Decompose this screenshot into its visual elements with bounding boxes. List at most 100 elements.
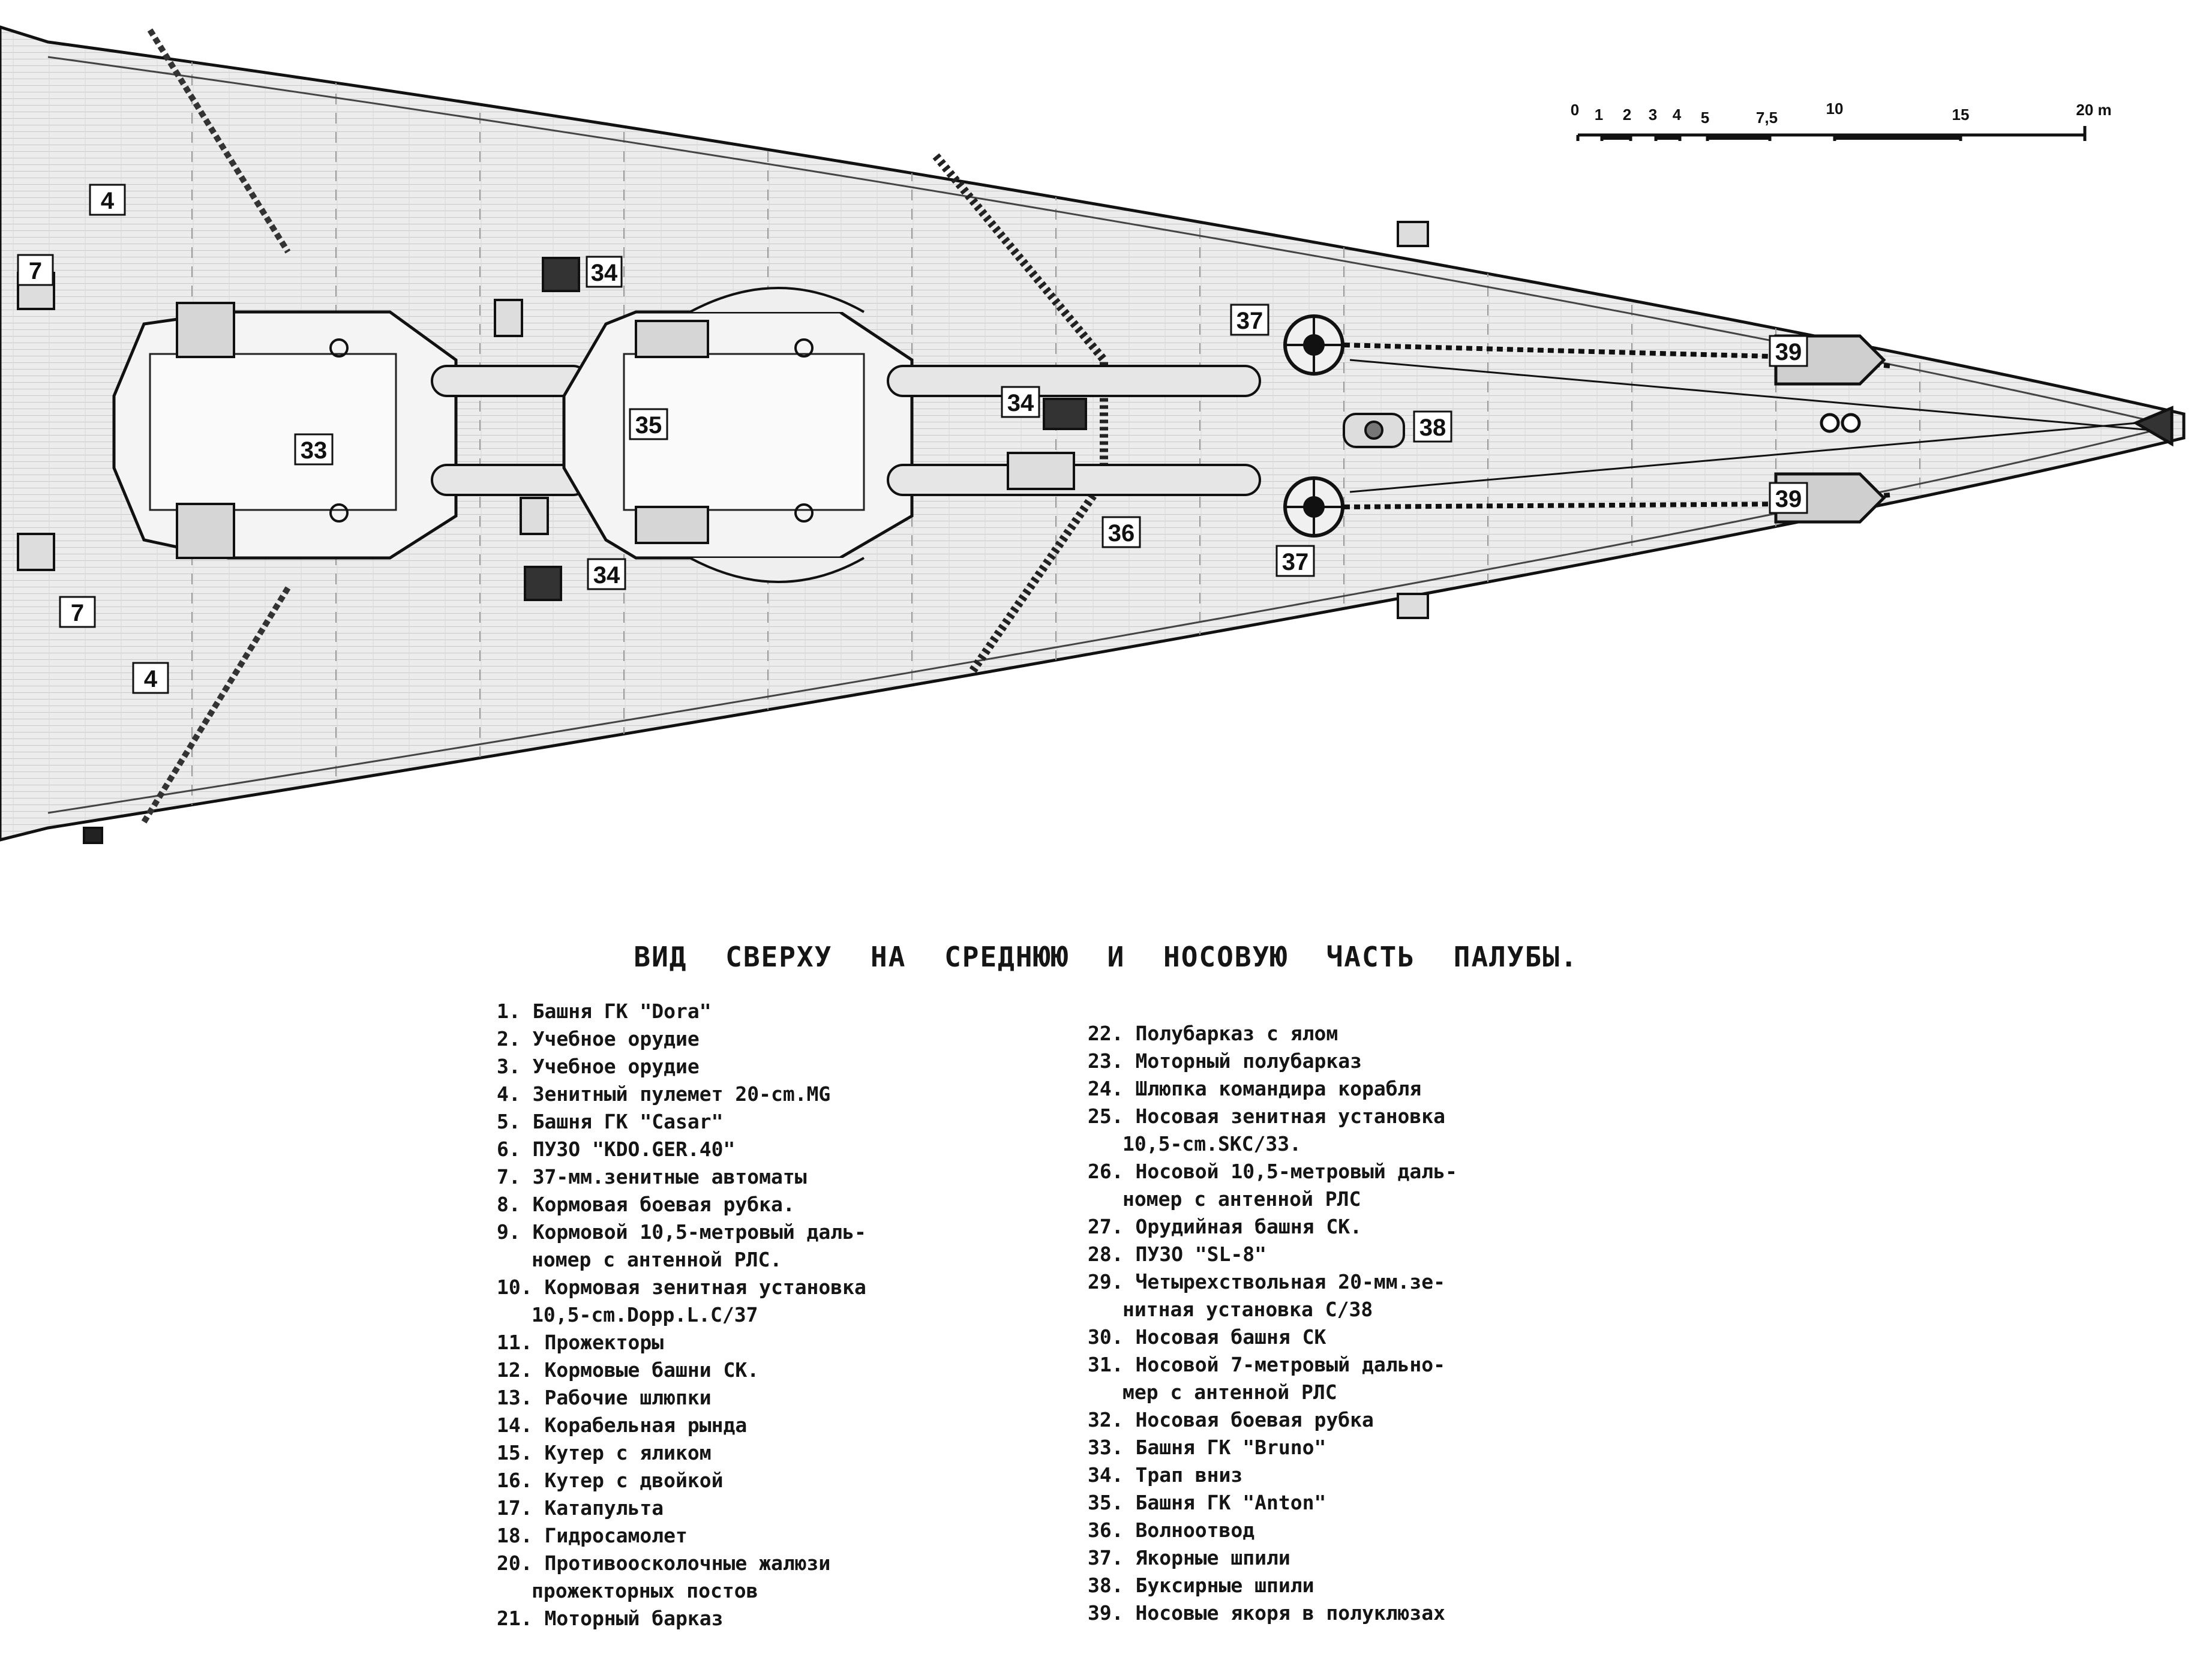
legend-item: 3. Учебное орудие	[497, 1053, 866, 1080]
legend-item-text: 25. Носовая зенитная установка	[1088, 1104, 1446, 1128]
legend-item-text: 14. Корабельная рында	[497, 1413, 748, 1437]
legend-item-text: 33. Башня ГК "Bruno"	[1088, 1436, 1326, 1459]
deck-plan-drawing: 4 7 34 37 39 33 35 34 38 36 34 39 37 7 4	[0, 25, 2186, 844]
legend-item-text: 39. Носовые якоря в полуклюзах	[1088, 1601, 1446, 1625]
diagram-title: ВИД СВЕРХУ НА СРЕДНЮЮ И НОСОВУЮ ЧАСТЬ ПА…	[634, 941, 1578, 973]
legend-item-text: 35. Башня ГК "Anton"	[1088, 1491, 1326, 1514]
legend-item-text: 12. Кормовые башни СК.	[497, 1358, 760, 1382]
legend-item: 10. Кормовая зенитная установка 10,5-cm.D…	[497, 1274, 866, 1329]
legend-item: 9. Кормовой 10,5-метровый даль-номер с а…	[497, 1218, 866, 1274]
callout-label: 37	[1282, 549, 1309, 575]
legend-item-text: 5. Башня ГК "Casar"	[497, 1110, 724, 1133]
legend-item: 37. Якорные шпили	[1088, 1544, 1457, 1572]
legend-item-text: 3. Учебное орудие	[497, 1055, 700, 1078]
legend-item: 34. Трап вниз	[1088, 1461, 1457, 1489]
legend-item: 2. Учебное орудие	[497, 1025, 866, 1053]
legend-item: 35. Башня ГК "Anton"	[1088, 1489, 1457, 1517]
legend-item: 29. Четырехствольная 20-мм.зе-нитная уст…	[1088, 1268, 1457, 1323]
scale-bar: 0 1 2 3 4 5 7,5 10 15 20 m	[1571, 100, 2112, 141]
legend-item: 33. Башня ГК "Bruno"	[1088, 1434, 1457, 1461]
legend-item: 5. Башня ГК "Casar"	[497, 1108, 866, 1136]
callout-label: 38	[1419, 415, 1446, 441]
scale-label: 15	[1952, 106, 1970, 124]
legend-item-text: 31. Носовой 7-метровый дально-	[1088, 1353, 1446, 1376]
legend-item: 23. Моторный полубарказ	[1088, 1047, 1457, 1075]
legend-item-text: 13. Рабочие шлюпки	[497, 1386, 712, 1409]
legend-item: 24. Шлюпка командира корабля	[1088, 1075, 1457, 1103]
legend-item: 12. Кормовые башни СК.	[497, 1356, 866, 1384]
legend-item: 18. Гидросамолет	[497, 1522, 866, 1550]
legend-item-text: 36. Волноотвод	[1088, 1518, 1255, 1542]
legend-item: 4. Зенитный пулемет 20-cm.MG	[497, 1080, 866, 1108]
scale-label: 3	[1649, 106, 1657, 124]
turret-anton	[562, 287, 1261, 583]
callout-label: 33	[301, 437, 328, 464]
anchor-windlass-port	[1283, 314, 1344, 376]
callout-label: 7	[29, 258, 42, 284]
legend-item-text: 27. Орудийная башня СК.	[1088, 1215, 1362, 1238]
legend-item: 15. Кутер с яликом	[497, 1439, 866, 1467]
legend-item: 26. Носовой 10,5-метровый даль-номер с а…	[1088, 1158, 1457, 1213]
legend-item-text: 24. Шлюпка командира корабля	[1088, 1077, 1422, 1100]
anchor-windlass-starboard	[1283, 476, 1344, 538]
callout-label: 34	[593, 562, 620, 589]
callout-label: 39	[1775, 339, 1802, 365]
scale-label: 5	[1701, 109, 1709, 127]
callout-label: 4	[144, 666, 158, 692]
legend-item-text: 8. Кормовая боевая рубка.	[497, 1193, 795, 1216]
legend-item-text: 1. Башня ГК "Dora"	[497, 999, 712, 1023]
legend-item-text: 29. Четырехствольная 20-мм.зе-	[1088, 1270, 1446, 1293]
callout-label: 34	[1007, 390, 1034, 416]
legend-item-text: 34. Трап вниз	[1088, 1463, 1243, 1487]
legend-item-text: 6. ПУЗО "KDO.GER.40"	[497, 1137, 736, 1161]
legend-item-text: 10. Кормовая зенитная установка	[497, 1275, 866, 1299]
legend-item: 14. Корабельная рында	[497, 1412, 866, 1439]
legend-item-text: 28. ПУЗО "SL-8"	[1088, 1242, 1267, 1266]
legend-item-text: 32. Носовая боевая рубка	[1088, 1408, 1374, 1431]
scale-label: 0	[1571, 101, 1579, 119]
legend-item-text: 20. Противоосколочные жалюзи	[497, 1551, 831, 1575]
legend-item-text: 2. Учебное орудие	[497, 1027, 700, 1050]
legend-right: 22. Полубарказ с ялом 23. Моторный полуба…	[1088, 1020, 1457, 1627]
legend-item-continuation: прожекторных постов	[532, 1579, 758, 1602]
legend-item-continuation: номер с антенной РЛС	[1122, 1187, 1361, 1211]
legend-item: 28. ПУЗО "SL-8"	[1088, 1241, 1457, 1268]
legend-item: 38. Буксирные шпили	[1088, 1572, 1457, 1599]
callout-label: 34	[591, 260, 618, 286]
legend-item-text: 18. Гидросамолет	[497, 1524, 688, 1547]
callout-label: 4	[101, 188, 115, 214]
legend-item-text: 4. Зенитный пулемет 20-cm.MG	[497, 1082, 831, 1106]
legend-item: 1. Башня ГК "Dora"	[497, 998, 866, 1025]
legend-item-text: 23. Моторный полубарказ	[1088, 1049, 1362, 1073]
hull-outline	[0, 25, 2186, 842]
scale-label: 2	[1623, 106, 1631, 124]
legend-item: 25. Носовая зенитная установка 10,5-cm.SK…	[1088, 1103, 1457, 1158]
scale-label: 7,5	[1756, 109, 1778, 127]
legend-item: 39. Носовые якоря в полуклюзах	[1088, 1599, 1457, 1627]
legend-item-text: 16. Кутер с двойкой	[497, 1469, 724, 1492]
turret-bruno	[112, 302, 589, 560]
legend-item-text: 37. Якорные шпили	[1088, 1546, 1290, 1569]
legend-item: 32. Носовая боевая рубка	[1088, 1406, 1457, 1434]
legend-item: 36. Волноотвод	[1088, 1517, 1457, 1544]
legend-item-continuation: нитная установка С/38	[1122, 1298, 1373, 1321]
legend-left: 1. Башня ГК "Dora" 2. Учебное орудие 3. Уч…	[497, 998, 866, 1632]
legend-item-continuation: 10,5-cm.Dopp.L.C/37	[532, 1303, 758, 1326]
legend-item: 20. Противоосколочные жалюзи прожекторных…	[497, 1550, 866, 1605]
scale-label: 4	[1673, 106, 1682, 124]
callout-label: 35	[635, 412, 662, 439]
legend-item-text: 22. Полубарказ с ялом	[1088, 1022, 1338, 1045]
legend-item: 13. Рабочие шлюпки	[497, 1384, 866, 1412]
callout-labels: 4 7 34 37 39 33 35 34 38 36 34 39 37 7 4	[17, 184, 1808, 694]
legend-item: 31. Носовой 7-метровый дально-мер с анте…	[1088, 1351, 1457, 1406]
legend-item: 17. Катапульта	[497, 1494, 866, 1522]
legend-item-continuation: номер с антенной РЛС.	[532, 1248, 782, 1271]
legend-item: 22. Полубарказ с ялом	[1088, 1020, 1457, 1047]
callout-label: 7	[71, 600, 84, 626]
legend-item: 7. 37-мм.зенитные автоматы	[497, 1163, 866, 1191]
legend-item-continuation: мер с антенной РЛС	[1122, 1380, 1337, 1404]
legend-item: 6. ПУЗО "KDO.GER.40"	[497, 1136, 866, 1163]
callout-label: 39	[1775, 486, 1802, 512]
legend-item-continuation: 10,5-cm.SKC/33.	[1122, 1132, 1302, 1155]
legend-item: 27. Орудийная башня СК.	[1088, 1213, 1457, 1241]
